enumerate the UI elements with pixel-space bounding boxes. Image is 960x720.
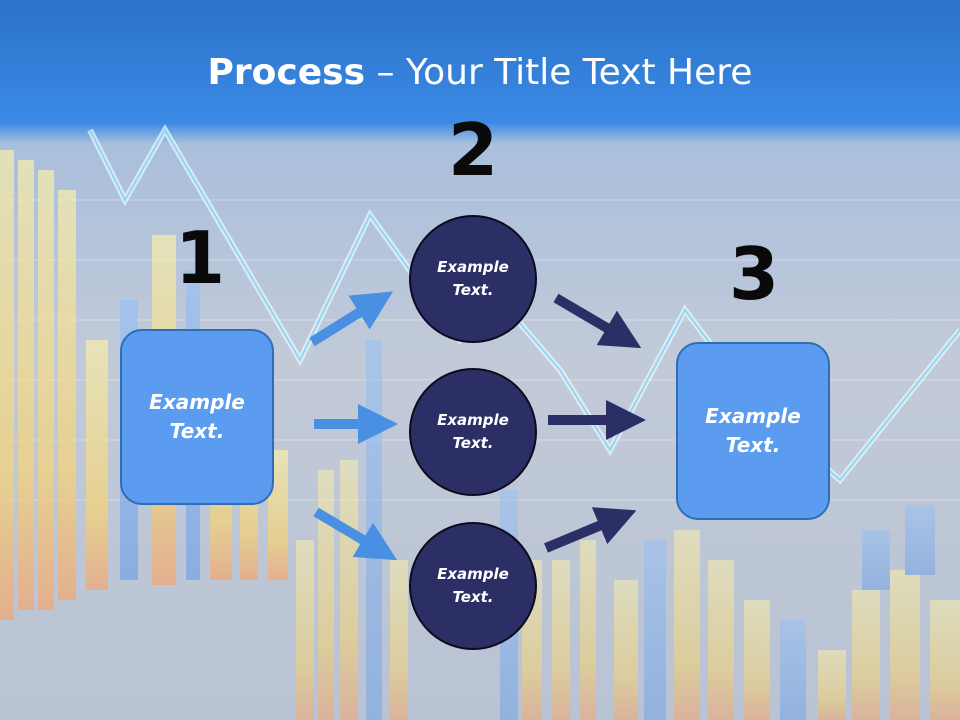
arrow-left-to-bottom-circle <box>313 507 398 561</box>
arrow-top-circle-to-right <box>553 293 642 349</box>
slide-title-bold: Process <box>207 52 366 93</box>
right-process-box-text: Example Text. <box>705 404 801 457</box>
arrow-left-to-top-circle <box>309 291 393 347</box>
right-process-box: Example Text. <box>676 342 830 520</box>
process-circle-middle-text: Example Text. <box>437 411 509 452</box>
process-circle-top: Example Text. <box>409 215 537 343</box>
left-process-box: Example Text. <box>120 329 274 505</box>
process-circle-middle: Example Text. <box>409 368 537 496</box>
arrow-bottom-circle-to-right <box>544 507 637 553</box>
step-number-3: 3 <box>728 232 780 316</box>
process-circle-top-text: Example Text. <box>437 258 509 299</box>
step-number-2: 2 <box>447 108 499 192</box>
slide-title: Process – Your Title Text Here <box>0 52 960 93</box>
process-circle-bottom: Example Text. <box>409 522 537 650</box>
step-number-1: 1 <box>174 216 226 300</box>
process-circle-bottom-text: Example Text. <box>437 565 509 606</box>
left-process-box-text: Example Text. <box>149 390 245 443</box>
slide-title-rest: – Your Title Text Here <box>365 52 753 93</box>
